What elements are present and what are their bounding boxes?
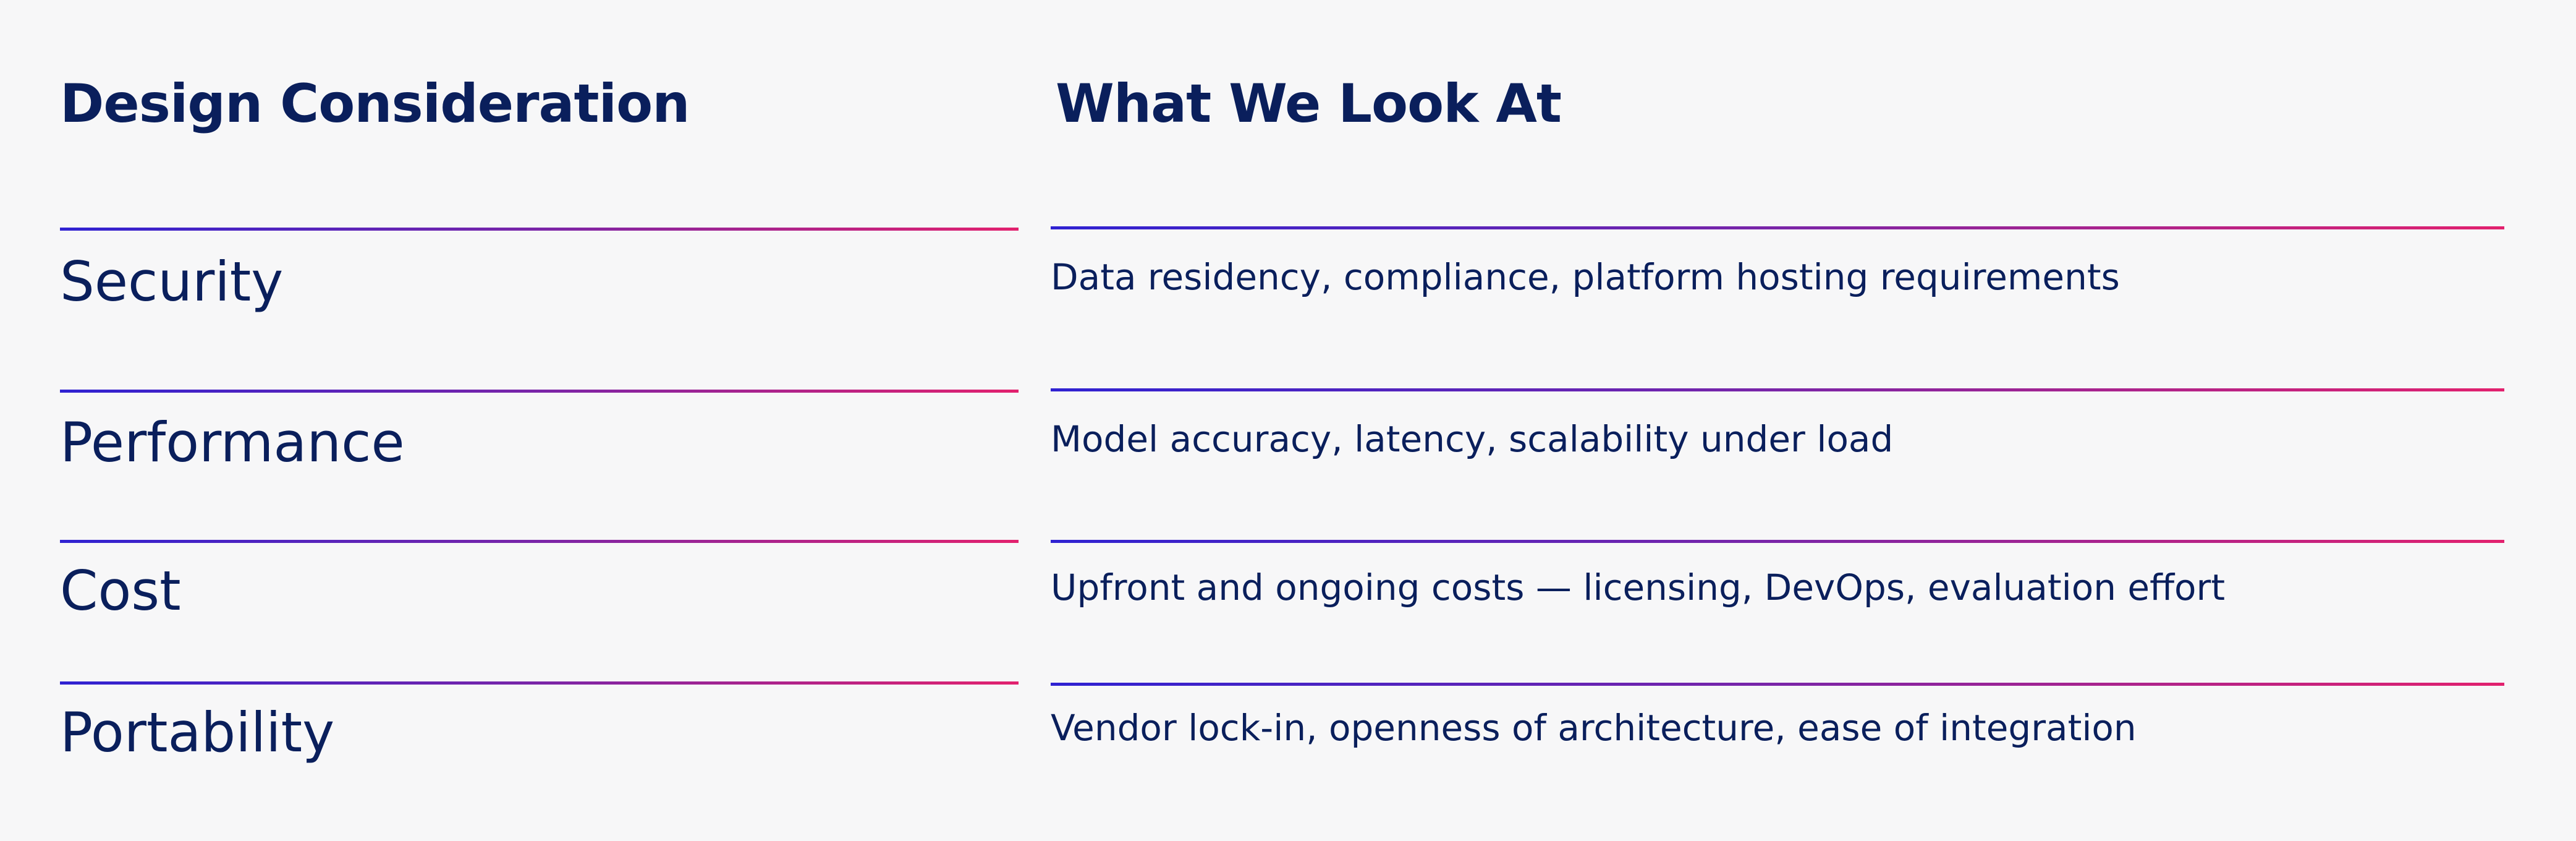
row-label-performance: Performance (60, 411, 405, 474)
divider (60, 681, 1019, 685)
row-description-security: Data residency, compliance, platform hos… (1051, 256, 2120, 298)
divider (60, 228, 1019, 231)
divider (1051, 683, 2504, 686)
divider (1051, 388, 2504, 391)
header-what-we-look-at: What We Look At (1056, 73, 1562, 135)
divider (1051, 540, 2504, 543)
row-description-cost: Upfront and ongoing costs — licensing, D… (1051, 566, 2226, 608)
divider (60, 540, 1019, 543)
divider (60, 390, 1019, 393)
divider (1051, 226, 2504, 229)
header-design-consideration: Design Consideration (60, 73, 690, 135)
row-description-performance: Model accuracy, latency, scalability und… (1051, 418, 1894, 460)
row-label-cost: Cost (60, 559, 181, 623)
row-label-portability: Portability (60, 701, 335, 764)
row-label-security: Security (60, 250, 284, 314)
row-description-portability: Vendor lock-in, openness of architecture… (1051, 707, 2137, 749)
